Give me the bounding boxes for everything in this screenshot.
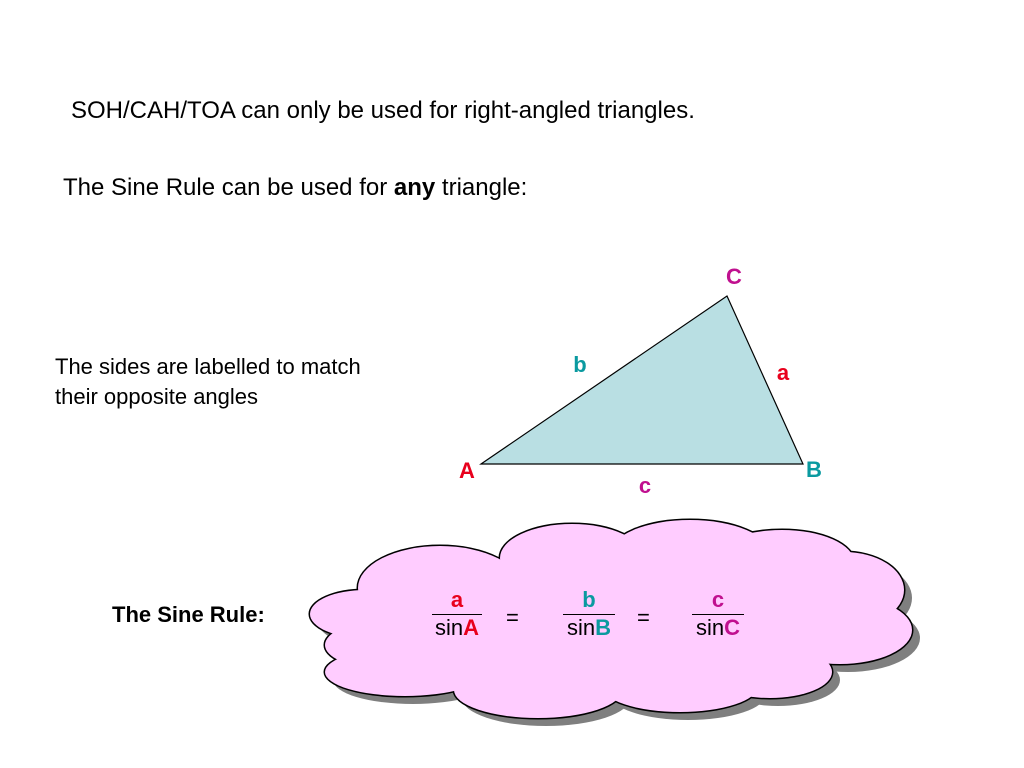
fraction-b-over-sin-b: b sinB — [563, 588, 615, 640]
sine-rule-statement: The Sine Rule can be used for any triang… — [63, 174, 527, 202]
fraction-b-angle: B — [595, 615, 611, 640]
labelling-note-line1: The sides are labelled to match — [55, 354, 361, 379]
fraction-b-sin: sin — [566, 615, 596, 640]
fraction-b-denominator: sinB — [563, 616, 615, 640]
fraction-c-denominator: sinC — [692, 616, 744, 640]
fraction-c-bar — [692, 614, 744, 615]
fraction-c-angle: C — [724, 615, 740, 640]
sine-statement-end: triangle: — [435, 174, 528, 201]
labelling-note: The sides are labelled to match their op… — [55, 352, 361, 412]
fraction-b-bar — [563, 614, 615, 615]
triangle-abc — [479, 295, 804, 465]
fraction-b-numerator: b — [582, 587, 596, 612]
vertex-label-c: C — [726, 264, 742, 289]
side-label-a: a — [777, 360, 790, 385]
labelling-note-line2: their opposite angles — [55, 384, 259, 409]
fraction-c-numerator: c — [711, 587, 725, 612]
side-label-c: c — [639, 473, 651, 498]
fraction-a-denominator: sinA — [432, 616, 482, 640]
fraction-a-sin: sin — [434, 615, 464, 640]
fraction-c-sin: sin — [695, 615, 725, 640]
fraction-a-angle: A — [463, 615, 479, 640]
fraction-c-over-sin-c: c sinC — [692, 588, 744, 640]
fraction-a-bar — [432, 614, 482, 615]
soh-cah-toa-statement: SOH/CAH/TOA can only be used for right-a… — [71, 97, 695, 124]
vertex-label-b: B — [806, 457, 822, 482]
sine-statement-emphasis: any — [393, 174, 436, 201]
vertex-label-a: A — [459, 458, 475, 483]
fraction-a-numerator: a — [450, 587, 464, 612]
side-label-b: b — [573, 352, 586, 377]
equals-sign-1: = — [506, 605, 519, 630]
sine-rule-label: The Sine Rule: — [112, 602, 265, 627]
equals-sign-2: = — [637, 605, 650, 630]
fraction-a-over-sin-a: a sinA — [432, 588, 482, 640]
sine-statement-start: The Sine Rule can be used for — [63, 174, 394, 201]
